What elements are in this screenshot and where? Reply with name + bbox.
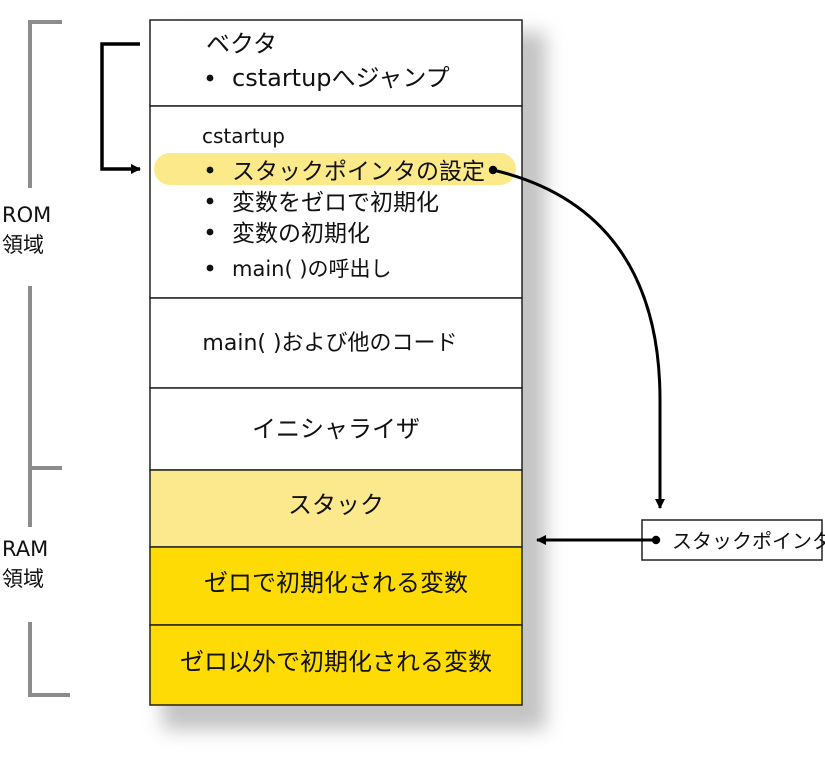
nonzero-vars-label: ゼロ以外で初期化される変数 bbox=[180, 648, 492, 676]
block-stack bbox=[149, 469, 523, 548]
rom-label-line2: 領域 bbox=[2, 233, 44, 257]
vector-item: cstartupへジャンプ bbox=[232, 64, 450, 92]
main-code-label: main( )および他のコード bbox=[202, 331, 457, 356]
cstartup-item-var-init: 変数の初期化 bbox=[232, 221, 370, 247]
stack-label: スタック bbox=[288, 491, 384, 519]
block-zero-vars bbox=[149, 546, 523, 626]
bullet-icon bbox=[206, 264, 214, 272]
ram-label-line2: 領域 bbox=[2, 567, 44, 591]
initializer-label: イニシャライザ bbox=[252, 415, 420, 443]
jump-arrow bbox=[100, 42, 141, 174]
block-vector bbox=[149, 19, 523, 107]
cstartup-item-main-call: main( )の呼出し bbox=[232, 257, 392, 281]
block-nonzero-vars bbox=[149, 624, 523, 706]
vector-title: ベクタ bbox=[206, 30, 277, 58]
stack-pointer-label: スタックポインタ bbox=[672, 529, 825, 553]
bullet-icon bbox=[206, 74, 214, 82]
ram-label-line1: RAM bbox=[2, 537, 48, 561]
bullet-icon bbox=[206, 228, 214, 236]
cstartup-title: cstartup bbox=[202, 124, 285, 148]
stack-pointer-box bbox=[641, 519, 823, 561]
bullet-icon bbox=[206, 197, 214, 205]
zero-vars-label: ゼロで初期化される変数 bbox=[204, 569, 468, 597]
curve-start-dot-icon bbox=[488, 165, 498, 175]
cstartup-item-stack-pointer: スタックポインタの設定 bbox=[232, 159, 485, 185]
stack-pointer-curve-arrow bbox=[492, 168, 665, 509]
cstartup-item-zero-init: 変数をゼロで初期化 bbox=[232, 190, 439, 216]
bullet-icon bbox=[206, 166, 214, 174]
block-main-code bbox=[149, 297, 523, 389]
ram-bracket bbox=[28, 468, 70, 697]
stack-pointer-setup-highlight bbox=[154, 153, 516, 185]
rom-label-line1: ROM bbox=[2, 203, 51, 227]
